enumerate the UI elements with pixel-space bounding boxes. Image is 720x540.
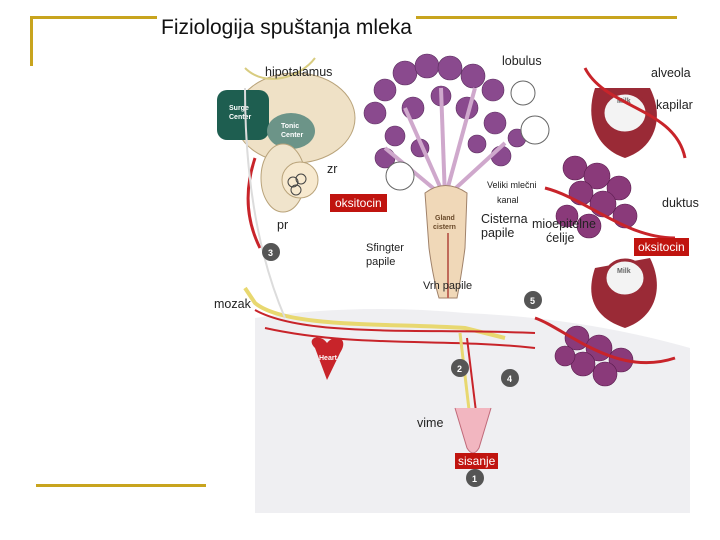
step-marker-3: 3	[262, 243, 280, 261]
label-celije: ćelije	[546, 231, 575, 245]
vessel-path-top	[254, 309, 536, 334]
svg-text:Center: Center	[229, 114, 251, 121]
label-mioepitelne: mioepitelne	[532, 217, 596, 231]
label-duktus: duktus	[662, 196, 699, 210]
heart-organ	[311, 337, 344, 380]
label-oksitocin-left: oksitocin	[330, 194, 387, 212]
label-lobulus: lobulus	[502, 54, 542, 68]
vessel-path-low	[264, 327, 536, 349]
left-accent-line	[30, 16, 33, 66]
label-veliki-mlecni: Veliki mlečni	[487, 180, 537, 190]
label-vrh-papile: Vrh papile	[423, 280, 473, 292]
alveoli-top-right: Milk	[583, 67, 687, 159]
svg-text:1: 1	[472, 474, 477, 484]
label-vime: vime	[417, 416, 444, 430]
svg-text:3: 3	[268, 248, 273, 258]
svg-text:2: 2	[457, 364, 462, 374]
label-alveola: alveola	[651, 66, 691, 80]
label-papile: papile	[481, 226, 515, 240]
svg-text:Gland: Gland	[435, 215, 455, 222]
tonic-center	[267, 113, 315, 149]
lobule-cluster	[363, 53, 527, 184]
alveoli-bottom-right: Milk	[591, 258, 657, 328]
page-title: Fiziologija spuštanja mleka	[157, 16, 416, 40]
alveoli-cluster-mid-right	[555, 155, 638, 239]
bottom-accent-line	[36, 484, 206, 487]
nerve-path	[243, 286, 506, 340]
svg-text:Milk: Milk	[617, 268, 631, 275]
label-hipotalamus: hipotalamus	[265, 65, 333, 79]
label-mozak: mozak	[214, 297, 251, 311]
svg-text:5: 5	[530, 296, 535, 306]
lobule-detail-right	[520, 115, 550, 145]
lobule-detail-left	[385, 161, 415, 191]
surge-center-box	[217, 90, 269, 140]
svg-text:cistern: cistern	[433, 224, 456, 231]
label-pr: pr	[277, 218, 289, 232]
step-marker-1: 1	[466, 469, 484, 487]
hypothalamus-pituitary-group: Surge Center Tonic Center	[217, 57, 356, 249]
step-marker-2: 2	[451, 359, 469, 377]
svg-text:Center: Center	[281, 132, 303, 139]
svg-text:Surge: Surge	[229, 105, 249, 112]
label-zr: zr	[327, 162, 338, 176]
label-sfingter: Sfingter	[366, 242, 404, 254]
label-sfingter-papile: papile	[366, 256, 396, 268]
step-marker-5: 5	[524, 291, 542, 309]
svg-text:Heart: Heart	[319, 355, 338, 362]
label-sisanje: sisanje	[455, 453, 499, 469]
lobule-detail-top	[510, 80, 536, 106]
label-cisterna: Cisterna	[481, 212, 528, 226]
gland-cistern	[424, 185, 468, 299]
label-kanal: kanal	[497, 195, 519, 205]
svg-text:4: 4	[507, 374, 512, 384]
milk-letdown-illustration: Surge Center Tonic Center Gland cistern	[217, 53, 690, 513]
step-marker-4: 4	[501, 369, 519, 387]
label-kapilar: kapilar	[656, 98, 693, 112]
svg-text:Tonic: Tonic	[281, 123, 299, 130]
label-oksitocin-right: oksitocin	[634, 238, 689, 256]
